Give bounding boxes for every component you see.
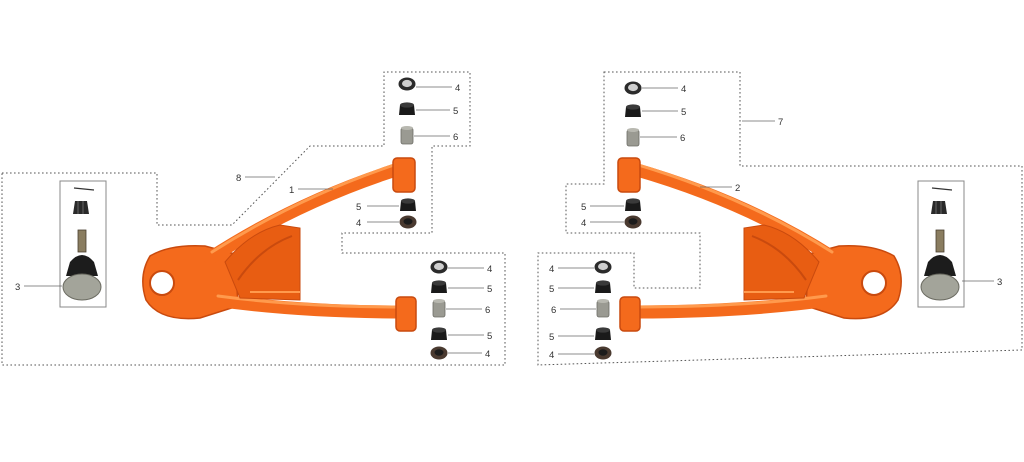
- callout-5: 5: [581, 202, 586, 213]
- left-upper-sleeve: [400, 125, 414, 145]
- callout-5: 5: [487, 284, 492, 295]
- ball-joint-housing: [62, 273, 102, 301]
- right-lower-bushing-bottom: [595, 327, 611, 340]
- right-lower-sleeve: [596, 298, 610, 318]
- callout-6: 6: [680, 133, 685, 144]
- callout-5: 5: [549, 332, 554, 343]
- callout-5: 5: [549, 284, 554, 295]
- right-lower-washer-bottom: [594, 346, 612, 360]
- left-lower-washer-top: [430, 260, 448, 274]
- right-arm-gusset: [743, 224, 820, 301]
- left-ball-joint-box: [59, 180, 107, 308]
- right-upper-sleeve: [626, 127, 640, 147]
- callout-6: 6: [551, 305, 556, 316]
- callout-labels: 4 5 6 5 4 4 5 6 5 4 1 8 3 4 5 6 5 4 4 5 …: [15, 83, 1002, 361]
- right-arm-eye-hole: [861, 270, 887, 296]
- right-arm-lower-tube: [623, 293, 836, 319]
- left-lower-washer-bottom: [430, 346, 448, 360]
- left-arm-upper-pivot: [392, 157, 416, 193]
- left-arm-upper-tube: [203, 161, 409, 265]
- left-arm-gusset: [224, 224, 301, 301]
- callout-8: 8: [236, 173, 241, 184]
- left-upper-washer: [398, 77, 416, 91]
- right-upper-washer: [624, 81, 642, 95]
- left-lower-bushing-bottom: [431, 327, 447, 340]
- callout-2: 2: [735, 183, 740, 194]
- castle-nut: [73, 201, 89, 214]
- callout-1: 1: [289, 185, 294, 196]
- callout-5: 5: [487, 331, 492, 342]
- left-arm-lower-pivot: [395, 296, 417, 332]
- callout-3-right: 3: [997, 277, 1002, 288]
- left-a-arm: [142, 157, 417, 332]
- left-mid-bushing: [400, 198, 416, 211]
- callout-5: 5: [681, 107, 686, 118]
- callout-3-left: 3: [15, 282, 20, 293]
- right-arm-upper-tube: [623, 161, 841, 265]
- right-a-arm: [617, 157, 902, 332]
- right-mid-washer: [624, 215, 642, 229]
- callout-4: 4: [549, 350, 554, 361]
- left-lower-bushing-top: [431, 280, 447, 293]
- ball-joint-boot: [66, 255, 98, 276]
- ball-joint-stud: [77, 229, 87, 253]
- leader-lines: [24, 86, 994, 355]
- callout-7: 7: [778, 117, 783, 128]
- right-mid-bushing: [625, 198, 641, 211]
- callout-4: 4: [581, 218, 586, 229]
- callout-4: 4: [549, 264, 554, 275]
- right-arm-upper-pivot: [617, 157, 641, 193]
- callout-4: 4: [455, 83, 460, 94]
- callout-5: 5: [453, 106, 458, 117]
- left-arm-lower-tube: [208, 293, 412, 319]
- right-upper-bushing: [625, 104, 641, 117]
- callout-4: 4: [485, 349, 490, 360]
- right-assembly-outline: [537, 71, 1023, 366]
- right-lower-bushing-top: [595, 280, 611, 293]
- right-arm-lower-pivot: [619, 296, 641, 332]
- callout-4: 4: [487, 264, 492, 275]
- left-upper-bushing: [399, 102, 415, 115]
- callout-4: 4: [681, 84, 686, 95]
- left-mid-washer: [399, 215, 417, 229]
- left-assembly-outline: [1, 71, 506, 366]
- right-ball-joint-box: [917, 180, 965, 308]
- left-arm-eye-hole: [149, 270, 175, 296]
- callout-5: 5: [356, 202, 361, 213]
- callout-6: 6: [485, 305, 490, 316]
- right-lower-washer-top: [594, 260, 612, 274]
- callout-6: 6: [453, 132, 458, 143]
- left-lower-sleeve: [432, 298, 446, 318]
- callout-4: 4: [356, 218, 361, 229]
